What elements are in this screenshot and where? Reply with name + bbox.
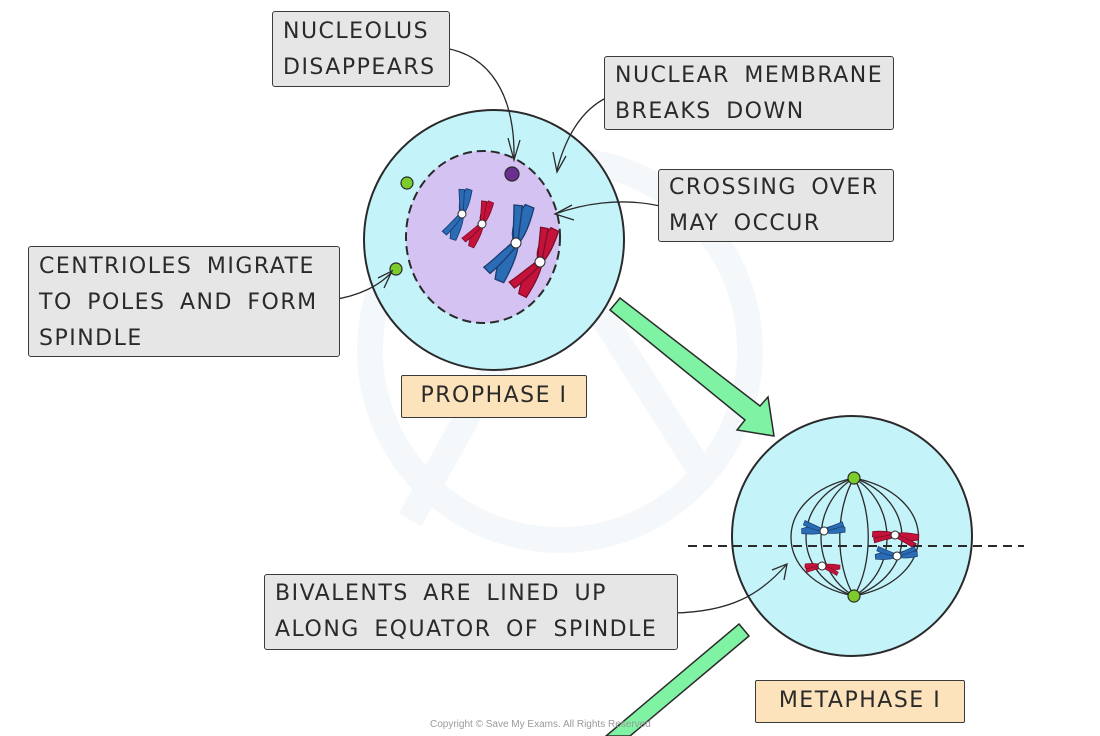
centromere: [477, 219, 487, 229]
copyright-text: Copyright © Save My Exams. All Rights Re…: [430, 719, 651, 730]
label-nuclear-membrane: NUCLEAR MEMBRANE BREAKS DOWN: [604, 56, 894, 130]
label-bivalents: BIVALENTS ARE LINED UP ALONG EQUATOR OF …: [264, 574, 678, 650]
label-line: NUCLEAR MEMBRANE: [615, 63, 884, 88]
prophase-cell: [363, 109, 625, 371]
prophase-nucleus: [405, 150, 561, 324]
label-line: BIVALENTS ARE LINED UP: [275, 581, 607, 606]
label-leaders: [330, 47, 788, 614]
label-line: DISAPPEARS: [283, 55, 436, 80]
label-centrioles: CENTRIOLES MIGRATE TO POLES AND FORM SPI…: [28, 246, 340, 357]
stage-arrow: [604, 622, 751, 736]
label-line: BREAKS DOWN: [615, 99, 805, 124]
metaphase-cytoplasm: [731, 415, 973, 657]
label-crossing-over: CROSSING OVER MAY OCCUR: [658, 169, 894, 242]
label-line: SPINDLE: [39, 326, 143, 351]
centromere: [892, 551, 902, 561]
label-line: CROSSING OVER: [669, 175, 879, 200]
centromere: [890, 530, 900, 540]
label-nucleolus: NUCLEOLUS DISAPPEARS: [272, 11, 450, 87]
nucleolus-dot: [504, 166, 520, 182]
centriole-dot: [389, 262, 403, 276]
centromere: [819, 526, 829, 536]
centromere: [510, 237, 522, 249]
stage-label-metaphase: METAPHASE I: [755, 680, 965, 723]
centromere: [534, 256, 546, 268]
label-line: ALONG EQUATOR OF SPINDLE: [275, 617, 658, 642]
label-line: NUCLEOLUS: [283, 19, 430, 44]
centriole-dot: [400, 176, 414, 190]
stage-arrow: [608, 296, 775, 437]
metaphase-cell: [731, 415, 973, 657]
centriole-dot: [847, 471, 861, 485]
centromere: [817, 561, 827, 571]
label-line: CENTRIOLES MIGRATE: [39, 254, 315, 279]
stage-label-prophase: PROPHASE I: [401, 375, 587, 418]
label-line: MAY OCCUR: [669, 211, 821, 236]
centromere: [457, 209, 467, 219]
centriole-dot: [847, 589, 861, 603]
label-line: TO POLES AND FORM: [39, 290, 318, 315]
